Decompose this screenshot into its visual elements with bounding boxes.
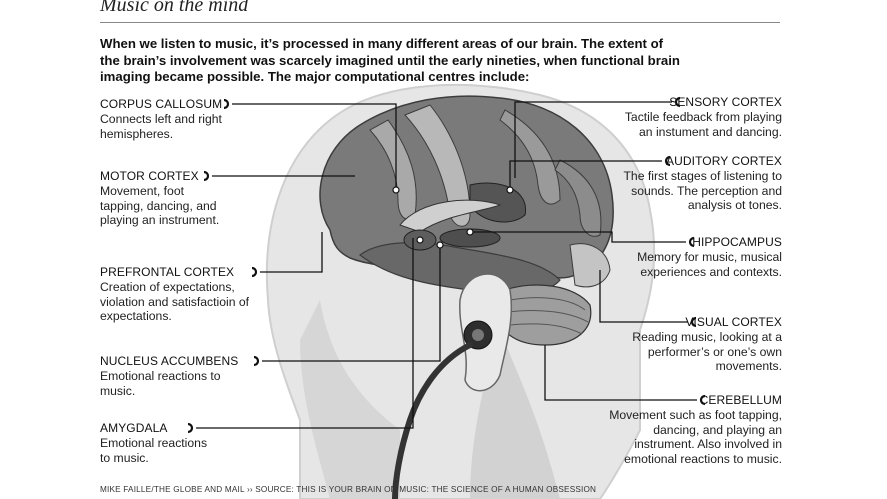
title-rule	[100, 22, 780, 23]
page-title: Music on the mind	[100, 0, 249, 16]
earphone-cable	[392, 342, 473, 499]
label-description: Movement, foot tapping, dancing, and pla…	[100, 183, 220, 228]
label-cerebellum: CEREBELLUM Movement such as foot tapping…	[602, 393, 782, 467]
sensory-band	[404, 104, 471, 227]
label-corpus-callosum: CORPUS CALLOSUM Connects left and right …	[100, 97, 260, 141]
label-heading: CORPUS CALLOSUM	[100, 97, 223, 111]
label-auditory-cortex: AUDITORY CORTEX The first stages of list…	[622, 154, 782, 213]
label-description: Tactile feedback from playing an instume…	[624, 109, 782, 139]
leader-lines-left	[196, 103, 441, 429]
pointer-dots	[392, 186, 514, 249]
motor-band	[369, 119, 417, 220]
label-description: Emotional reactions to music.	[100, 368, 221, 398]
corpus-callosum-shape	[399, 199, 502, 233]
gyri-a	[499, 109, 561, 205]
cerebellum-shape	[499, 284, 592, 346]
label-description: Creation of expectations, violation and …	[100, 279, 250, 324]
label-markers	[187, 96, 706, 434]
label-heading: NUCLEUS ACCUMBENS	[100, 354, 239, 368]
label-prefrontal-cortex: PREFRONTAL CORTEX Creation of expectatio…	[100, 265, 250, 324]
label-description: The first stages of listening to sounds.…	[623, 168, 782, 213]
label-heading: CEREBELLUM	[699, 393, 782, 407]
face-shape	[300, 300, 400, 499]
label-motor-cortex: MOTOR CORTEX Movement, foot tapping, dan…	[100, 169, 220, 228]
label-description: Connects left and right hemispheres.	[100, 111, 222, 141]
gyri-b	[554, 159, 602, 237]
label-description: Emotional reactions to music.	[100, 435, 208, 465]
label-heading: PREFRONTAL CORTEX	[100, 265, 235, 279]
credit-line: MIKE FAILLE/THE GLOBE AND MAIL ›› SOURCE…	[100, 485, 597, 494]
intro-text: When we listen to music, it’s processed …	[100, 36, 680, 84]
label-description: Movement such as foot tapping, dancing, …	[609, 407, 782, 467]
label-description: Memory for music, musical experiences an…	[637, 249, 782, 279]
label-visual-cortex: VISUAL CORTEX Reading music, looking at …	[627, 315, 782, 374]
cerebellum-folds	[507, 297, 589, 335]
label-hippocampus: HIPPOCAMPUS Memory for music, musical ex…	[637, 235, 782, 279]
label-sensory-cortex: SENSORY CORTEX Tactile feedback from pla…	[612, 95, 782, 139]
label-heading: AMYGDALA	[100, 421, 168, 435]
label-description: Reading music, looking at a performer’s …	[632, 329, 782, 374]
label-heading: MOTOR CORTEX	[100, 169, 199, 183]
label-nucleus-accumbens: NUCLEUS ACCUMBENS Emotional reactions to…	[100, 354, 240, 398]
label-heading: SENSORY CORTEX	[669, 95, 782, 109]
leader-lines-right	[470, 101, 697, 401]
label-amygdala: AMYGDALA Emotional reactions to music.	[100, 421, 210, 465]
label-heading: VISUAL CORTEX	[685, 315, 782, 329]
label-heading: AUDITORY CORTEX	[666, 154, 782, 168]
label-heading: HIPPOCAMPUS	[692, 235, 782, 249]
